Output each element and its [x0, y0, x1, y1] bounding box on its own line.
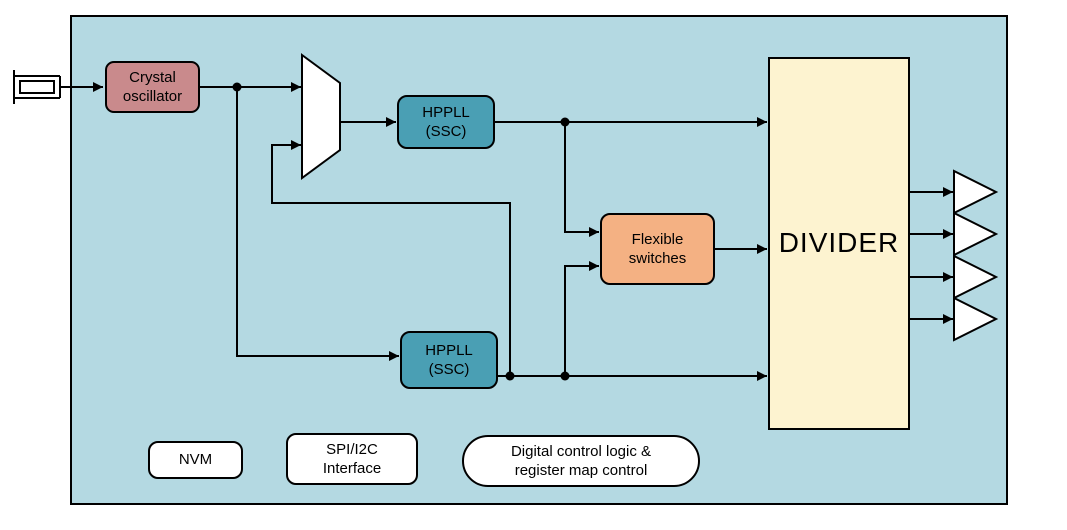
flexible-switches-label-line1: Flexible	[631, 230, 684, 248]
hppll-top-label-line1: HPPLL	[422, 103, 470, 121]
hppll-top-block: HPPLL (SSC)	[397, 95, 495, 149]
output-buffer-icon	[953, 169, 999, 215]
mux-icon	[301, 53, 341, 180]
nvm-label: NVM	[178, 451, 213, 469]
digital-control-label-line2: register map control	[514, 462, 648, 479]
divider-block: DIVIDER	[768, 57, 910, 430]
hppll-bottom-block: HPPLL (SSC)	[400, 331, 498, 389]
hppll-bottom-label-line2: (SSC)	[428, 361, 470, 378]
divider-label: DIVIDER	[778, 227, 900, 259]
wire-oscillator-to-hppll-bottom	[236, 87, 399, 361]
output-buffer-icon	[953, 296, 999, 342]
flexible-switches-label-line2: switches	[628, 250, 687, 267]
wire-feedback-to-mux	[271, 140, 511, 376]
crystal-oscillator-label-line1: Crystal	[129, 68, 176, 86]
crystal-oscillator-label-line2: oscillator	[122, 88, 183, 105]
junction-dot	[505, 371, 515, 381]
digital-control-block: Digital control logic & register map con…	[462, 435, 700, 487]
junction-dot	[560, 117, 570, 127]
flexible-switches-block: Flexible switches	[600, 213, 715, 285]
spi-i2c-interface-block: SPI/I2C Interface	[286, 433, 418, 485]
wire-hppll-top-to-switches	[564, 122, 599, 237]
wire-hppll-bottom-to-switches	[564, 261, 599, 376]
hppll-top-label-line2: (SSC)	[425, 123, 467, 140]
junction-dot	[560, 371, 570, 381]
junction-dot	[232, 82, 242, 92]
hppll-bottom-label-line1: HPPLL	[425, 341, 473, 359]
crystal-icon	[13, 70, 61, 104]
nvm-block: NVM	[148, 441, 243, 479]
output-buffer-icon	[953, 211, 999, 257]
crystal-oscillator-block: Crystal oscillator	[105, 61, 200, 113]
output-buffer-icon	[953, 254, 999, 300]
spi-i2c-label-line2: Interface	[322, 460, 382, 477]
spi-i2c-label-line1: SPI/I2C	[326, 440, 378, 458]
digital-control-label-line1: Digital control logic &	[510, 442, 652, 460]
